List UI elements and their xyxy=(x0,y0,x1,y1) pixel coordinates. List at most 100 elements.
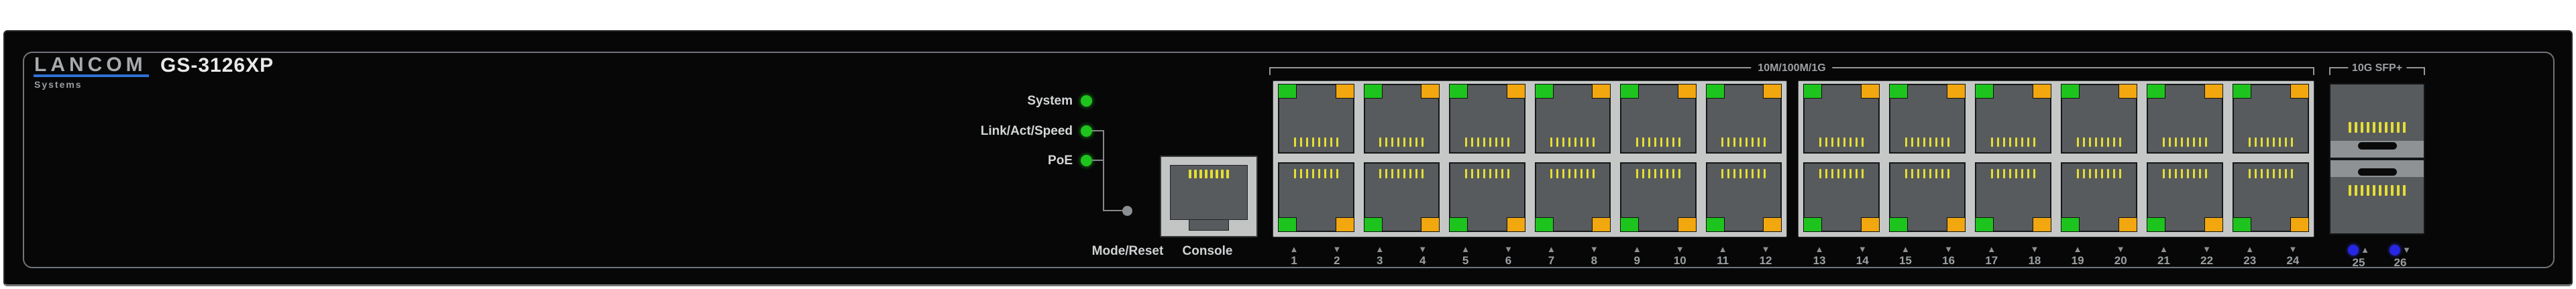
triangle-up-icon: ▲ xyxy=(1815,244,1824,254)
port-number: 8 xyxy=(1591,254,1598,267)
connector-pin xyxy=(2205,169,2207,178)
rj45-port-6 xyxy=(1449,162,1525,217)
connector-pin xyxy=(1739,169,1742,178)
connector-pin xyxy=(1758,137,1760,147)
connector-pin xyxy=(1409,169,1412,178)
connector-pin xyxy=(2169,137,2171,147)
sfp-group-label: 10G SFP+ xyxy=(2347,62,2407,74)
port-column-11-12 xyxy=(1701,81,1787,237)
connector-pin xyxy=(2077,169,2079,178)
port-7-pins xyxy=(1536,137,1610,147)
connector-pin xyxy=(1923,137,1925,147)
port-1-poe-led xyxy=(1335,84,1354,99)
brand-sub-label: Systems xyxy=(34,79,83,90)
connector-pin xyxy=(1929,169,1931,178)
rj45-port-7 xyxy=(1534,99,1611,154)
sfp-25-status-led xyxy=(2348,245,2359,255)
connector-pin xyxy=(2003,137,2005,147)
port-label-14: ▼14 xyxy=(1841,245,1884,268)
connector-pin xyxy=(2083,137,2085,147)
connector-pin xyxy=(1464,169,1467,178)
port-15-link-led xyxy=(1889,84,1908,99)
port-label-6: ▼6 xyxy=(1487,245,1530,268)
port-column-15-16 xyxy=(1884,81,1970,237)
connector-pin xyxy=(1837,137,1839,147)
port-7-link-led xyxy=(1534,84,1554,99)
connector-pin xyxy=(2249,137,2251,147)
connector-pin xyxy=(2199,137,2201,147)
port-4-link-led xyxy=(1363,217,1383,232)
port-3-pins xyxy=(1365,137,1439,147)
connector-pin xyxy=(2175,169,2177,178)
port-2-led-row xyxy=(1278,217,1354,232)
connector-pin xyxy=(1379,169,1382,178)
connector-pin xyxy=(1305,169,1308,178)
rj45-port-12 xyxy=(1705,162,1782,217)
connector-pin xyxy=(1825,137,1827,147)
copper-port-block-2 xyxy=(1798,80,2314,237)
rj45-port-11 xyxy=(1705,99,1782,154)
port-divider xyxy=(1535,154,1611,162)
rj45-port-14 xyxy=(1803,162,1880,217)
connector-pin xyxy=(1849,137,1851,147)
connector-pin xyxy=(2015,169,2017,178)
port-bottom-plastic xyxy=(1468,217,1507,232)
port-divider xyxy=(1278,154,1354,162)
port-number: 15 xyxy=(1898,254,1912,267)
port-12-link-led xyxy=(1705,217,1725,232)
sfp-cage xyxy=(2329,83,2425,235)
port-number: 22 xyxy=(2200,254,2214,267)
port-column-9-10 xyxy=(1615,81,1701,237)
connector-pin xyxy=(2077,137,2079,147)
mode-reset-button xyxy=(1122,206,1132,216)
connector-pin xyxy=(1216,170,1218,178)
connector-pin xyxy=(1911,137,1913,147)
port-2-pins xyxy=(1279,169,1353,178)
port-top-plastic xyxy=(2251,84,2290,99)
status-row-system: System xyxy=(871,94,1092,108)
port-number: 16 xyxy=(1942,254,1955,267)
port-top-plastic xyxy=(1553,84,1592,99)
port-18-led-row xyxy=(1975,217,2051,232)
triangle-down-icon: ▼ xyxy=(2116,244,2125,254)
rj45-port-16 xyxy=(1889,162,1966,217)
port-bottom-plastic xyxy=(1724,217,1763,232)
connector-pin xyxy=(1752,137,1754,147)
rj45-port-15 xyxy=(1889,99,1966,154)
port-bottom-plastic xyxy=(1994,217,2033,232)
rj45-port-8 xyxy=(1534,162,1611,217)
connector-pin xyxy=(1935,169,1937,178)
connector-pin xyxy=(1911,169,1913,178)
connector-pin xyxy=(1843,169,1845,178)
port-number-column: ▲1▼2 xyxy=(1273,245,1358,268)
rj45-port-5 xyxy=(1449,99,1525,154)
connector-pin xyxy=(1923,169,1925,178)
port-8-link-led xyxy=(1534,217,1554,232)
connector-pin xyxy=(1221,170,1224,178)
port-21-pins xyxy=(2148,137,2222,147)
sfp-25-opening xyxy=(2357,142,2397,150)
rj45-port-4 xyxy=(1363,162,1440,217)
port-13-poe-led xyxy=(1861,84,1880,99)
connector-pin xyxy=(1856,169,1858,178)
port-divider xyxy=(2061,154,2137,162)
port-divider xyxy=(1889,154,1966,162)
port-13-link-led xyxy=(1803,84,1822,99)
connector-pin xyxy=(1385,169,1388,178)
connector-pin xyxy=(2119,169,2121,178)
port-22-led-row xyxy=(2147,217,2223,232)
port-5-pins xyxy=(1450,137,1524,147)
connector-pin xyxy=(1210,170,1213,178)
connector-pin xyxy=(1862,169,1864,178)
connector-pin xyxy=(1648,137,1650,147)
connector-pin xyxy=(1917,169,1919,178)
port-label-19: ▲19 xyxy=(2056,245,2099,268)
port-20-poe-led xyxy=(2118,217,2137,232)
connector-pin xyxy=(2355,185,2357,196)
port-label-9: ▲9 xyxy=(1615,245,1658,268)
connector-pin xyxy=(2033,137,2035,147)
port-22-pins xyxy=(2148,169,2222,178)
connector-pin xyxy=(2279,169,2281,178)
port-12-led-row xyxy=(1705,217,1782,232)
connector-pin xyxy=(1409,137,1412,147)
